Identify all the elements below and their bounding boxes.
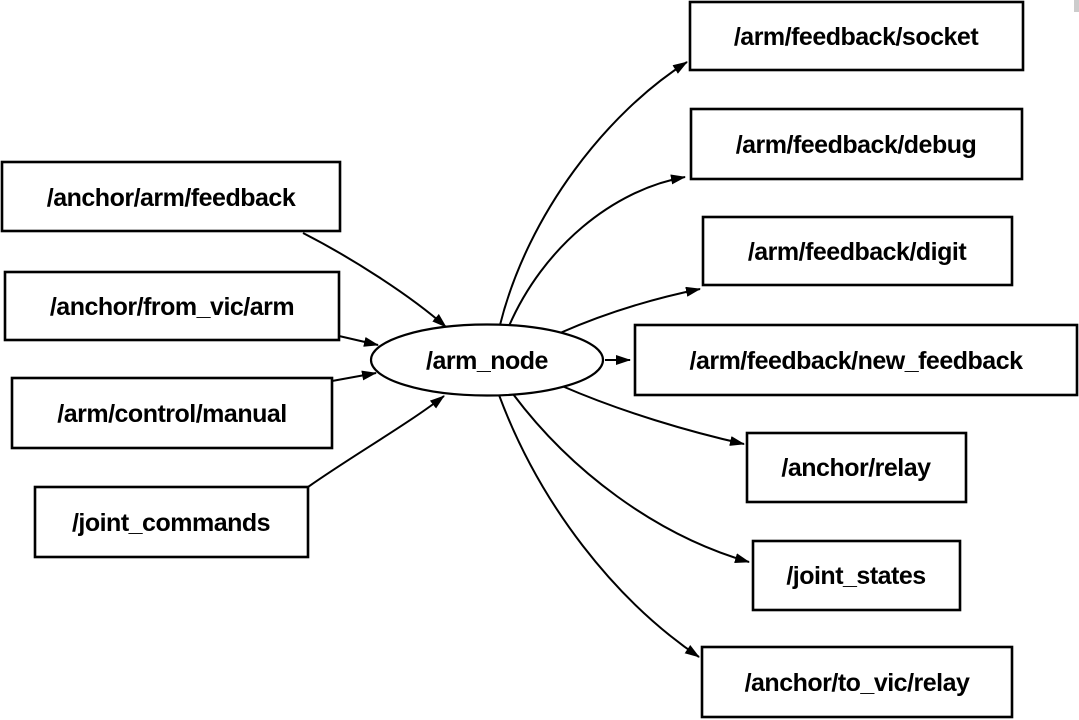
topic-box [10,376,334,450]
topic-label: /anchor/relay [781,454,931,482]
topic-box [0,160,342,233]
edge-arm-node-to-arm-feedback-socket [499,61,688,326]
topic-box [689,107,1024,181]
topic-label: /joint_commands [72,509,270,537]
topic-node-joint-commands: /joint_commands [33,485,310,559]
topic-node-arm-feedback-socket: /arm/feedback/socket [688,0,1025,72]
topic-node-anchor-relay: /anchor/relay [745,431,968,504]
topic-node-anchor-from-vic-arm: /anchor/from_vic/arm [3,270,341,342]
topic-label: /arm/feedback/new_feedback [690,347,1024,375]
edge-arm-node-to-arm-feedback-debug [508,174,686,327]
topic-node-anchor-arm-feedback: /anchor/arm/feedback [0,160,342,233]
topic-label: /anchor/arm/feedback [47,184,296,212]
topic-label: /arm/feedback/socket [734,23,979,51]
topic-node-arm-feedback-debug: /arm/feedback/debug [689,107,1024,181]
topic-node-anchor-to-vic-relay: /anchor/to_vic/relay [700,645,1014,719]
topic-box [688,0,1025,72]
topic-label: /arm/feedback/debug [736,131,977,159]
screen-edge-artifact [1074,0,1079,12]
topic-label: /arm/feedback/digit [748,238,968,266]
edge-group [302,61,750,658]
edge-anchor-from-vic-arm-to-arm-node [338,335,379,347]
edge-arm-control-manual-to-arm-node [331,370,377,382]
ros-node-arm-node: /arm_node [369,323,605,397]
topic-box [633,323,1079,397]
node-ellipse [369,323,605,397]
node-label: /arm_node [426,347,549,375]
topic-box [745,431,968,504]
topic-label: /arm/control/manual [57,400,286,428]
edge-arm-node-to-anchor-to-vic-relay [498,394,700,658]
topic-label: /joint_states [786,562,925,590]
topic-node-arm-control-manual: /arm/control/manual [10,376,334,450]
edge-joint-commands-to-arm-node [307,395,445,488]
edge-arm-node-to-joint-states [512,393,750,563]
edge-arm-node-to-anchor-relay [561,385,745,446]
edge-anchor-arm-feedback-to-arm-node [302,232,447,328]
topic-box [3,270,341,342]
topic-label: /anchor/from_vic/arm [50,293,294,321]
topic-box [700,645,1014,719]
topic-node-arm-feedback-new-feedback: /arm/feedback/new_feedback [633,323,1079,397]
topic-node-arm-feedback-digit: /arm/feedback/digit [701,215,1014,287]
topic-node-joint-states: /joint_states [751,539,962,612]
topic-label: /anchor/to_vic/relay [745,669,970,697]
topic-box [701,215,1014,287]
edge-arm-node-to-arm-feedback-digit [559,286,701,334]
topic-box [33,485,310,559]
topic-box [751,539,962,612]
